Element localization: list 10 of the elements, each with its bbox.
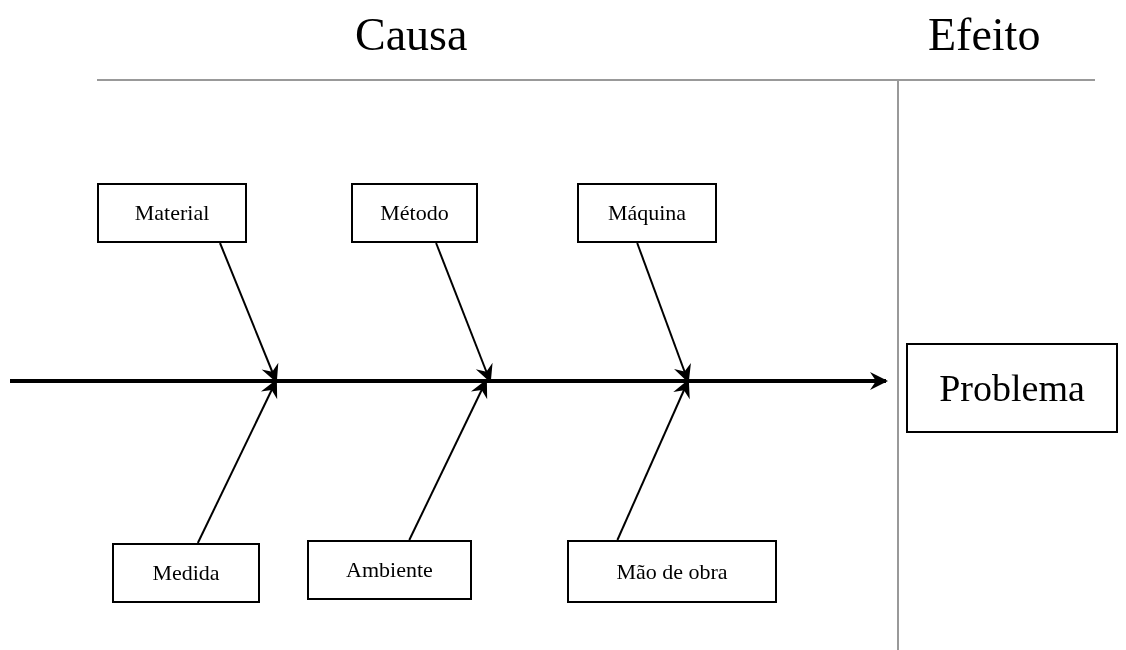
cause-box: Ambiente <box>307 540 472 600</box>
cause-box: Material <box>97 183 247 243</box>
cause-box: Medida <box>112 543 260 603</box>
effect-box: Problema <box>906 343 1118 433</box>
heading-text: Efeito <box>928 8 1041 61</box>
cause-box: Máquina <box>577 183 717 243</box>
cause-box: Mão de obra <box>567 540 777 603</box>
cause-box: Método <box>351 183 478 243</box>
heading-text: Causa <box>355 8 468 61</box>
arrow <box>10 372 888 390</box>
